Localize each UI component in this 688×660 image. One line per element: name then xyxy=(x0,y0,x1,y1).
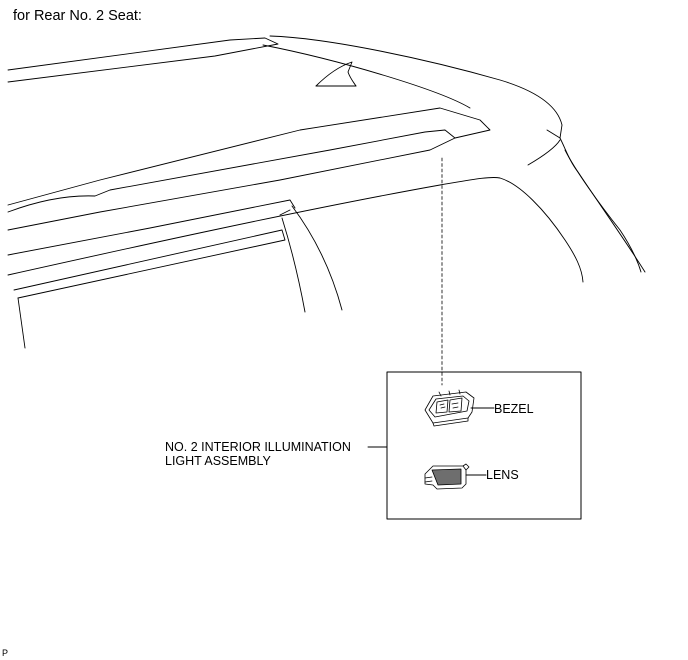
lens-callout: LENS xyxy=(486,468,519,482)
assembly-callout: NO. 2 INTERIOR ILLUMINATION LIGHT ASSEMB… xyxy=(165,440,351,468)
bezel-part xyxy=(424,389,475,427)
corner-mark: P xyxy=(2,648,9,658)
antenna-fin xyxy=(315,61,357,87)
roof-outline xyxy=(7,35,646,273)
door-frame xyxy=(7,177,584,349)
detail-box xyxy=(386,371,582,520)
roof-rail xyxy=(7,107,491,231)
diagram-caption: for Rear No. 2 Seat: xyxy=(13,8,142,24)
assembly-callout-line2: LIGHT ASSEMBLY xyxy=(165,454,271,468)
bezel-callout: BEZEL xyxy=(494,402,534,416)
assembly-callout-line1: NO. 2 INTERIOR ILLUMINATION xyxy=(165,440,351,454)
lens-part xyxy=(424,463,470,490)
